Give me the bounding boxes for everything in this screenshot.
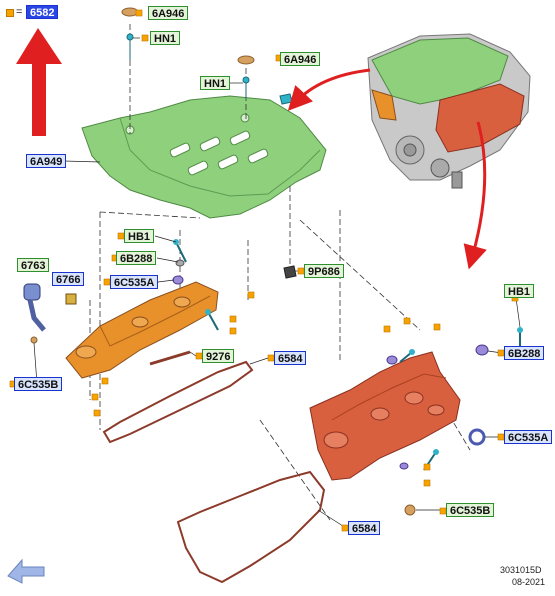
callout-6c535a-left[interactable]: 6C535A — [110, 275, 159, 289]
callout-6763[interactable]: 6763 — [17, 258, 50, 272]
engine-cover-6a949 — [81, 95, 327, 219]
callout-6b288-left[interactable]: 6B288 — [116, 251, 157, 265]
legend-marker — [6, 9, 14, 17]
up-arrow-icon — [16, 28, 62, 136]
legend-selected-part[interactable]: 6582 — [26, 5, 59, 19]
engine-assembly-image — [367, 33, 531, 189]
callout-hb1-left[interactable]: HB1 — [124, 229, 155, 243]
callout-6c535b-right[interactable]: 6C535B — [446, 503, 495, 517]
callout-6a949[interactable]: 6A949 — [26, 154, 67, 168]
callout-hn1-mid[interactable]: HN1 — [200, 76, 231, 90]
callout-6584-right[interactable]: 6584 — [348, 521, 381, 535]
callout-hn1-top[interactable]: HN1 — [150, 31, 181, 45]
callout-9p686[interactable]: 9P686 — [304, 264, 344, 278]
callout-6766[interactable]: 6766 — [52, 272, 85, 286]
callout-6a946-mid[interactable]: 6A946 — [280, 52, 321, 66]
callout-hb1-right[interactable]: HB1 — [504, 284, 535, 298]
callout-6a946-top[interactable]: 6A946 — [148, 6, 189, 20]
gasket-left — [102, 360, 254, 444]
footer-date: 08-2021 — [512, 577, 546, 587]
callout-6584-left[interactable]: 6584 — [274, 351, 307, 365]
valve-cover-right — [309, 351, 461, 481]
valve-cover-left — [65, 281, 219, 379]
callout-6c535b-left[interactable]: 6C535B — [14, 377, 63, 391]
back-arrow-icon[interactable] — [7, 558, 45, 584]
callout-9276[interactable]: 9276 — [202, 349, 235, 363]
footer-code: 3031015D — [500, 565, 542, 575]
gasket-right — [176, 470, 326, 584]
callout-6b288-right[interactable]: 6B288 — [504, 346, 545, 360]
callout-6c535a-right[interactable]: 6C535A — [504, 430, 553, 444]
legend-equals: = — [16, 6, 23, 18]
